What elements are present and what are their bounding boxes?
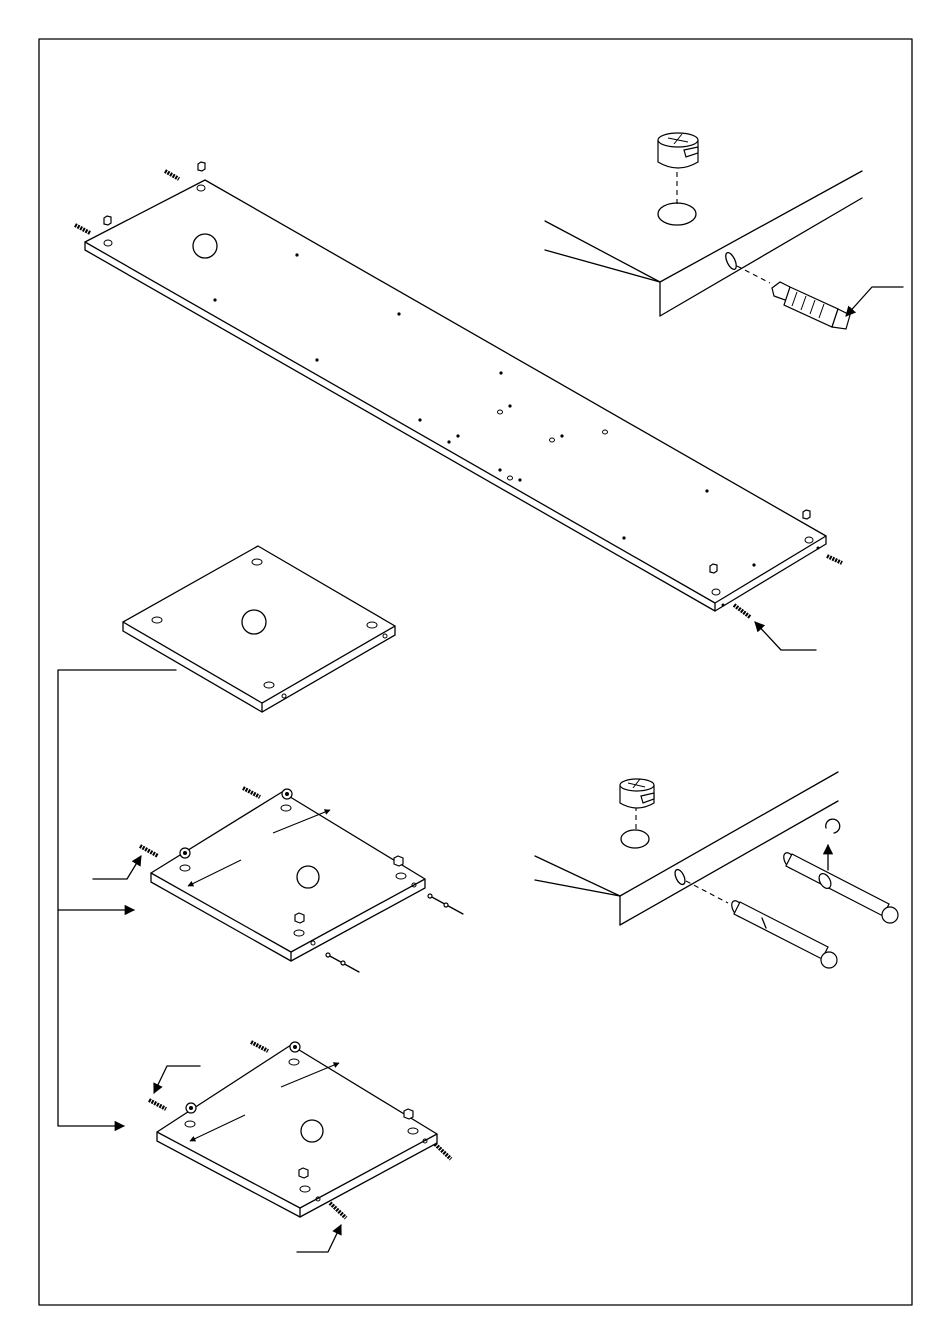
square-panel-with-fittings xyxy=(149,1042,451,1252)
cam-lock-fitting-icon xyxy=(658,133,698,168)
leader-line xyxy=(154,1066,200,1093)
leader-line xyxy=(846,287,903,316)
small-holes xyxy=(213,253,755,566)
center-hole xyxy=(193,234,217,258)
assembly-arrow xyxy=(58,670,176,1126)
dowel-icon xyxy=(75,171,842,617)
cam-lock-fitting-icon xyxy=(620,779,654,808)
cam-lock-fitting-icon xyxy=(186,1042,413,1178)
page-border xyxy=(39,39,912,1305)
leader-line xyxy=(297,1225,341,1252)
detail-cam-dowel xyxy=(545,133,903,329)
square-panel xyxy=(123,546,395,712)
dowel-icon xyxy=(149,1042,451,1218)
long-panel xyxy=(75,162,842,650)
cam-lock-fitting-icon xyxy=(104,162,810,573)
cam-lock-fitting-icon xyxy=(180,789,403,923)
connecting-bolt-icon xyxy=(772,282,850,329)
detail-cam-bolt xyxy=(535,772,898,968)
retaining-clip-icon xyxy=(826,819,840,870)
square-panel-with-fittings xyxy=(93,788,463,972)
leader-line xyxy=(755,622,816,650)
connecting-bolt-icon xyxy=(326,894,463,972)
leader-line xyxy=(93,856,141,879)
connecting-bolt-icon xyxy=(729,851,898,968)
dowel-icon xyxy=(140,788,260,856)
